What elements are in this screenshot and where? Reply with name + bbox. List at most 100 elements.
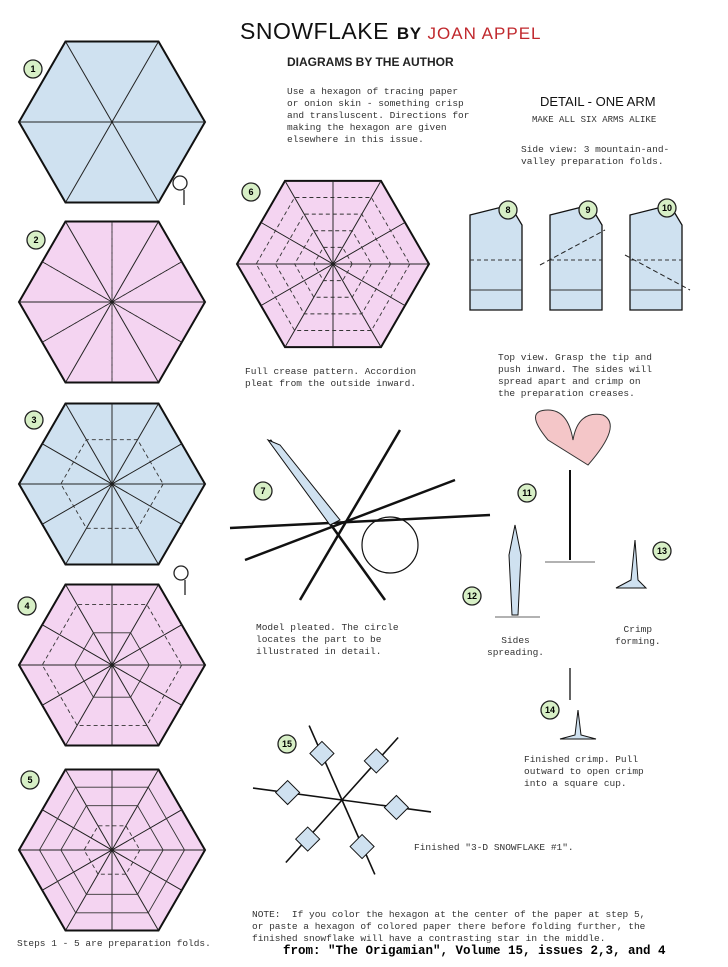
badge-circle <box>241 182 261 202</box>
badge-circle <box>17 596 37 616</box>
badge-circle <box>24 410 44 430</box>
crease-line <box>42 261 182 343</box>
detail-circle <box>361 516 419 574</box>
step-number: 2 <box>33 235 38 245</box>
step-s10-badge: 10 <box>657 198 677 218</box>
snowflake-cup <box>349 833 375 860</box>
step2-hexagon <box>17 220 207 384</box>
step-s12-badge: 12 <box>462 586 482 606</box>
badge-circle <box>652 541 672 561</box>
crease-line <box>42 809 182 891</box>
snowflake-cup <box>383 794 410 821</box>
step-number: 7 <box>260 486 265 496</box>
step-s6-badge: 6 <box>241 182 261 202</box>
step14-caption: Finished crimp. Pull outward to open cri… <box>524 754 644 789</box>
snowflake-arm <box>308 725 343 801</box>
step-number: 6 <box>248 187 253 197</box>
step-s8-badge: 8 <box>498 200 518 220</box>
step-number: 5 <box>27 775 32 785</box>
step6-caption: Full crease pattern. Accordion pleat fro… <box>245 366 417 389</box>
badge-circle <box>540 700 560 720</box>
badge-circle <box>26 230 46 250</box>
crease-ring <box>294 230 372 298</box>
step6-hexagon <box>235 179 431 349</box>
pleated-arm <box>266 438 341 526</box>
step-number: 4 <box>24 601 29 611</box>
title-text: SNOWFLAKE <box>240 18 389 44</box>
crease-ring <box>60 439 164 529</box>
subtitle: DIAGRAMS BY THE AUTHOR <box>287 55 454 69</box>
badge-circle <box>277 734 297 754</box>
step-s7-badge: 7 <box>253 481 273 501</box>
step-s9-badge: 9 <box>578 200 598 220</box>
step-number: 15 <box>282 739 292 749</box>
step-number: 13 <box>657 546 667 556</box>
badge-circle <box>498 200 518 220</box>
top-view-text: Top view. Grasp the tip and push inward.… <box>498 352 652 399</box>
step7-caption: Model pleated. The circle locates the pa… <box>256 622 399 657</box>
turn-over-icon <box>173 565 189 581</box>
snowflake-cup <box>363 748 390 774</box>
arm-step13 <box>615 539 648 589</box>
pleated-arm <box>244 478 456 562</box>
title-by: BY <box>396 24 422 43</box>
step-s4-badge: 4 <box>17 596 37 616</box>
arm-tip-top-view <box>535 409 611 466</box>
badge-circle <box>517 483 537 503</box>
crease-line <box>260 222 406 306</box>
step-s14-badge: 14 <box>540 700 560 720</box>
step5-hexagon <box>17 768 207 932</box>
intro-text: Use a hexagon of tracing paper or onion … <box>287 86 470 145</box>
prep-caption: Steps 1 - 5 are preparation folds. <box>17 938 211 949</box>
detail-subheading: MAKE ALL SIX ARMS ALIKE <box>532 115 657 125</box>
crease-ring <box>74 632 150 698</box>
step3-hexagon <box>17 402 207 566</box>
step-number: 12 <box>467 591 477 601</box>
step-number: 3 <box>31 415 36 425</box>
snowflake-arm <box>285 799 343 864</box>
pleated-arm <box>298 429 402 601</box>
step-number: 10 <box>662 203 672 213</box>
fold-line <box>539 229 606 266</box>
step-number: 1 <box>30 64 35 74</box>
snowflake-cup <box>274 779 301 806</box>
step-s3-badge: 3 <box>24 410 44 430</box>
step15-caption: Finished "3-D SNOWFLAKE #1". <box>414 842 574 853</box>
step12-caption: Sides spreading. <box>487 635 545 658</box>
snowflake-cup <box>309 740 335 767</box>
snowflake-arm <box>341 736 399 801</box>
crease-ring <box>60 805 164 895</box>
step-s5-badge: 5 <box>20 770 40 790</box>
step-s11-badge: 11 <box>517 483 537 503</box>
badge-circle <box>253 481 273 501</box>
fold-line <box>624 254 691 291</box>
badge-circle <box>23 59 43 79</box>
step13-caption: Crimp forming. <box>615 624 661 647</box>
crease-ring <box>274 213 392 315</box>
pleated-arm <box>229 513 491 530</box>
arm-step12 <box>508 524 522 616</box>
arm-panel-step8 <box>469 204 523 311</box>
step-s13-badge: 13 <box>652 541 672 561</box>
turn-over-icon <box>172 175 188 191</box>
author-name: JOAN APPEL <box>427 24 542 43</box>
crease-ring <box>313 246 353 282</box>
badge-circle <box>657 198 677 218</box>
crease-line <box>42 624 182 706</box>
step-s15-badge: 15 <box>277 734 297 754</box>
note-text: NOTE: If you color the hexagon at the ce… <box>252 909 646 944</box>
step-number: 14 <box>545 705 555 715</box>
page-title: SNOWFLAKE BY JOAN APPEL <box>240 18 541 45</box>
badge-circle <box>462 586 482 606</box>
source-footer: from: "The Origamian", Volume 15, issues… <box>283 944 666 958</box>
arm-step14 <box>559 709 597 740</box>
step4-hexagon <box>17 583 207 747</box>
step-number: 9 <box>585 205 590 215</box>
badge-circle <box>20 770 40 790</box>
crease-line <box>42 443 182 525</box>
arm-panel-step9 <box>549 204 603 311</box>
step-number: 11 <box>522 488 532 498</box>
side-view-text: Side view: 3 mountain-and- valley prepar… <box>521 144 670 167</box>
snowflake-cup <box>294 826 321 852</box>
